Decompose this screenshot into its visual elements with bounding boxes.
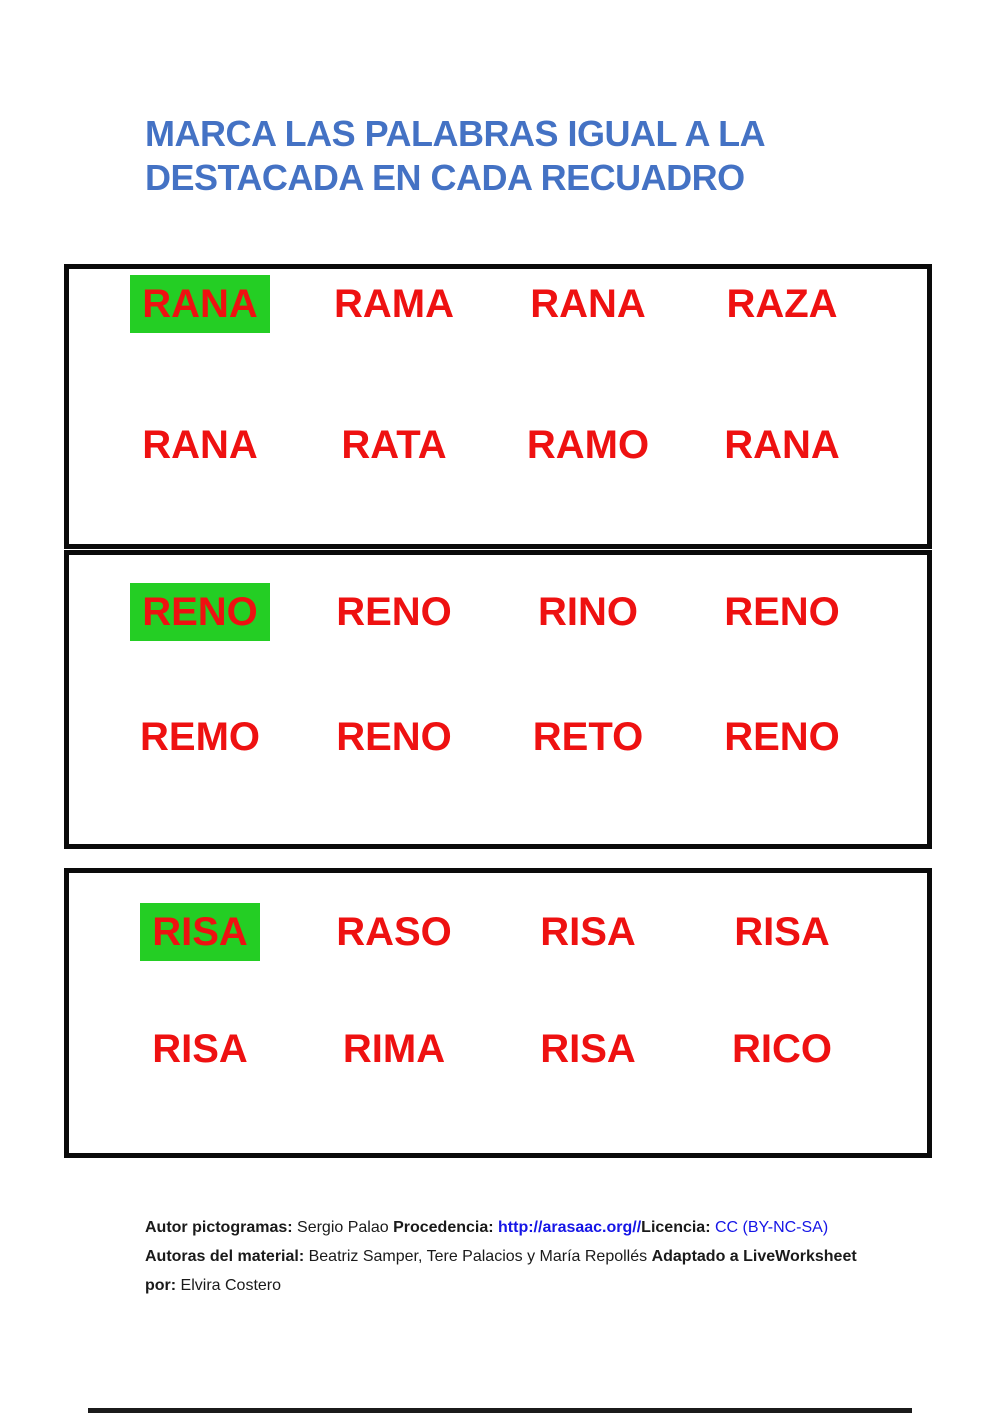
word-row: RENO RENO RINO RENO [69,583,927,641]
page-title-line1: MARCA LAS PALABRAS IGUAL A LA [145,113,766,154]
credits-footer: Autor pictogramas: Sergio Palao Proceden… [145,1214,857,1300]
word-cell[interactable]: RENO [336,715,452,759]
target-word-risa: RISA [140,903,260,961]
word-cell[interactable]: RENO [724,590,840,634]
page-title-line2: DESTACADA EN CADA RECUADRO [145,156,745,198]
word-cell[interactable]: RETO [532,715,644,759]
word-box-reno: RENO RENO RINO RENO REMO RENO RETO RENO [64,550,932,849]
target-word-reno: RENO [130,583,270,641]
credits-autor-value: Sergio Palao [297,1219,394,1236]
word-cell[interactable]: RANA [724,423,840,467]
word-cell[interactable]: RANA [142,423,258,467]
credits-autoras-label: Autoras del material: [145,1247,309,1265]
word-row: RISA RIMA RISA RICO [69,1025,927,1073]
word-row: RISA RASO RISA RISA [69,903,927,961]
credits-adaptado-label: Adaptado a LiveWorksheet por: [145,1247,857,1294]
credits-procedencia-label: Procedencia: [393,1219,499,1236]
word-cell[interactable]: RICO [732,1027,832,1071]
word-cell[interactable]: RENO [724,715,840,759]
word-cell[interactable]: RANA [530,282,646,326]
credits-autor-label: Autor pictogramas: [145,1219,298,1236]
word-cell[interactable]: RAZA [726,282,838,326]
credits-adaptado-value: Elvira Costero [180,1276,282,1294]
cut-off-box-top-edge [88,1408,912,1413]
word-cell[interactable]: RISA [152,1027,248,1071]
word-cell[interactable]: RATA [341,423,447,467]
page-title: MARCA LAS PALABRAS IGUAL A LA DESTACADA … [145,112,865,200]
target-word-rana: RANA [130,275,270,333]
word-box-risa: RISA RASO RISA RISA RISA RIMA RISA RICO [64,868,932,1158]
credits-autoras-value: Beatriz Samper, Tere Palacios y María Re… [308,1247,652,1265]
word-row: RANA RAMA RANA RAZA [69,275,927,333]
license-link[interactable]: CC (BY-NC-SA) [714,1219,829,1236]
word-cell[interactable]: RINO [538,590,638,634]
word-cell[interactable]: REMO [140,715,260,759]
word-cell[interactable]: RASO [336,910,452,954]
word-cell[interactable]: RIMA [342,1027,446,1071]
word-row: REMO RENO RETO RENO [69,713,927,761]
word-cell[interactable]: RISA [540,1027,636,1071]
word-cell[interactable]: RISA [540,910,636,954]
credits-licencia-label: Licencia: [641,1219,715,1236]
word-box-rana: RANA RAMA RANA RAZA RANA RATA RAMO RANA [64,264,932,549]
word-row: RANA RATA RAMO RANA [69,421,927,469]
word-cell[interactable]: RAMA [334,282,454,326]
arasaac-link[interactable]: http://arasaac.org// [498,1219,642,1236]
word-cell[interactable]: RENO [336,590,452,634]
word-cell[interactable]: RAMO [526,423,650,467]
word-cell[interactable]: RISA [734,910,830,954]
